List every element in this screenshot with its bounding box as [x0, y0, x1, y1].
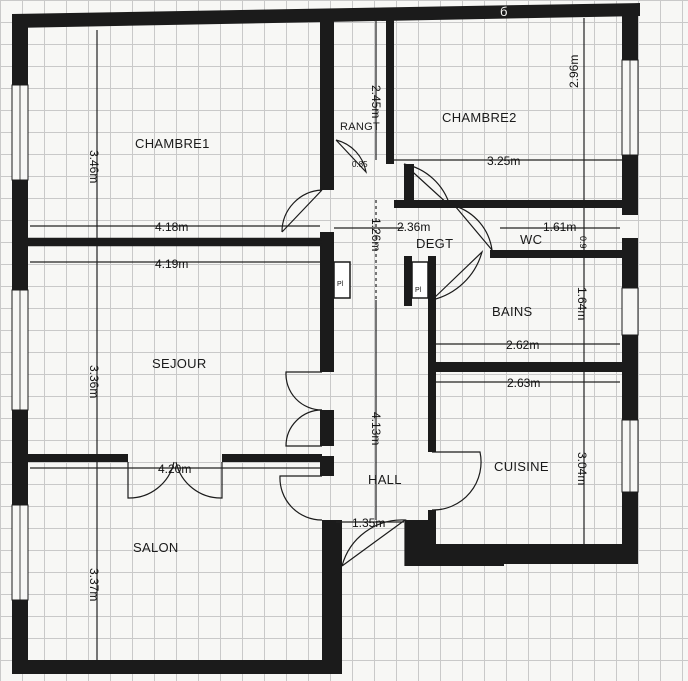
door-sejour-bottom — [285, 409, 323, 447]
dimension-labels: 3.46m 4.18m 4.19m 3.36m 4.20m 3.37m 2.45… — [87, 55, 589, 602]
placard-left — [333, 261, 351, 299]
dim-wc-height: 0.9 — [578, 236, 588, 249]
door-entrance — [341, 519, 407, 567]
dim-chambre1-height: 3.46m — [87, 150, 101, 183]
dim-chambre1-width: 4.18m — [155, 220, 188, 234]
door-salon — [279, 475, 323, 521]
windows — [11, 59, 639, 601]
label-bains: BAINS — [492, 304, 533, 319]
door-chambre2 — [403, 163, 452, 208]
dim-degt-width: 2.36m — [397, 220, 430, 234]
dim-cuisine-width: 2.63m — [507, 376, 540, 390]
dim-corridor-width: 1.26m — [369, 218, 383, 251]
top-mark: б — [500, 4, 507, 19]
label-wc: WC — [520, 232, 542, 247]
label-chambre1: CHAMBRE1 — [135, 136, 210, 151]
door-cuisine — [431, 451, 482, 511]
dim-cuisine-height: 3.04m — [575, 452, 589, 485]
dim-sejour-width: 4.19m — [155, 257, 188, 271]
label-cuisine: CUISINE — [494, 459, 549, 474]
dim-hall-height: 4.13m — [369, 412, 383, 445]
dimension-lines — [30, 18, 622, 660]
dim-salon-height: 3.37m — [87, 568, 101, 601]
dim-bains-width: 2.62m — [506, 338, 539, 352]
label-chambre2: CHAMBRE2 — [442, 110, 517, 125]
dim-salon-width: 4.20m — [158, 462, 191, 476]
dim-chambre2-height: 2.96m — [567, 55, 581, 88]
room-labels: CHAMBRE1 CHAMBRE2 RANGT DEGT WC SEJOUR B… — [133, 110, 549, 555]
door-salon-right — [175, 461, 223, 499]
dim-bains-height: 1.64m — [575, 287, 589, 320]
door-bains — [431, 250, 484, 301]
placard-right-label: Pl — [415, 287, 422, 294]
placard-right — [411, 261, 429, 299]
dim-rangt-width: 0.85 — [352, 160, 368, 169]
door-sejour-top — [285, 371, 323, 411]
label-sejour: SEJOUR — [152, 356, 207, 371]
label-rangt: RANGT — [340, 121, 380, 133]
placards: Pl Pl — [333, 261, 429, 299]
door-salon-left — [127, 461, 175, 499]
dim-hall-width: 1.35m — [352, 516, 385, 530]
door-rangt — [335, 139, 367, 174]
label-salon: SALON — [133, 540, 179, 555]
interior-walls — [28, 16, 638, 550]
label-hall: HALL — [368, 472, 402, 487]
dim-rangt-height: 2.45m — [369, 85, 383, 118]
dim-wc-width: 1.61m — [543, 220, 576, 234]
dim-chambre2-width: 3.25m — [487, 154, 520, 168]
doors — [127, 139, 493, 567]
window-bains — [621, 287, 639, 336]
door-chambre1 — [281, 189, 323, 233]
door-wc — [454, 205, 493, 252]
label-degt: DEGT — [416, 236, 453, 251]
placard-left-label: Pl — [337, 281, 344, 288]
dim-sejour-height: 3.36m — [87, 365, 101, 398]
